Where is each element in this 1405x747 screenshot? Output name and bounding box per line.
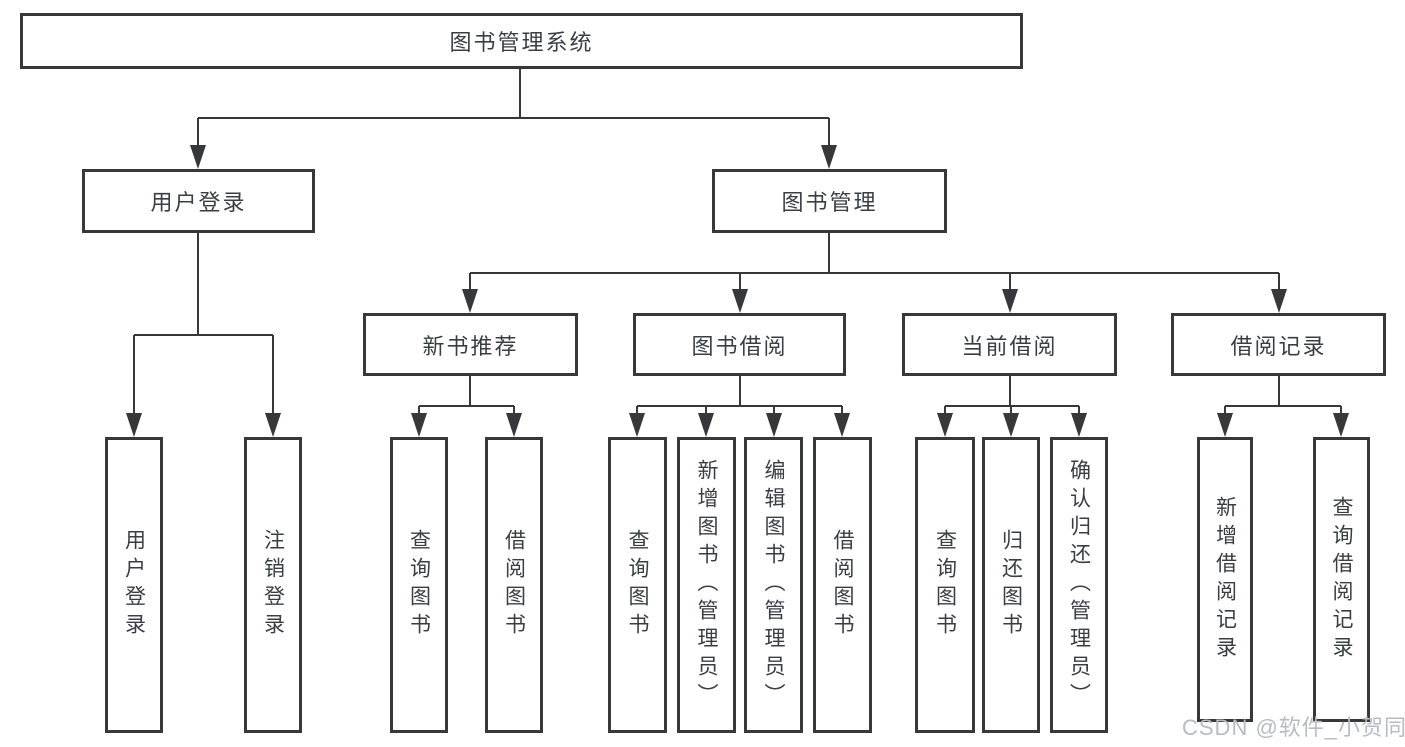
arrowhead-icons [126, 145, 1349, 437]
connector-user-login-children [133, 233, 274, 415]
leaf-query-books-borrow: 查询图书 [608, 437, 667, 733]
connector-book-management-children [469, 233, 1280, 291]
leaf-query-books-current: 查询图书 [915, 437, 975, 733]
node-user-login: 用户登录 [82, 169, 315, 233]
node-borrow-records: 借阅记录 [1171, 313, 1386, 376]
connector-book-borrow-children [636, 376, 843, 416]
node-book-management: 图书管理 [712, 169, 947, 233]
leaf-confirm-return-admin: 确认归还（管理员） [1050, 437, 1108, 733]
connector-new-book-children [418, 376, 515, 416]
csdn-watermark: CSDN @软件_小贺同学 [1182, 715, 1405, 740]
connector-root-to-level2 [197, 69, 830, 147]
connector-borrow-records-children [1224, 376, 1342, 416]
leaf-return-book: 归还图书 [982, 437, 1040, 733]
leaf-edit-book-admin: 编辑图书（管理员） [744, 437, 803, 733]
leaf-borrow-books-recommend: 借阅图书 [485, 437, 543, 733]
leaf-query-books-recommend: 查询图书 [390, 437, 448, 733]
node-root-title: 图书管理系统 [20, 13, 1023, 69]
leaf-add-book-admin: 新增图书（管理员） [677, 437, 736, 733]
leaf-borrow-books: 借阅图书 [813, 437, 872, 733]
node-current-borrow: 当前借阅 [902, 313, 1117, 376]
leaf-add-borrow-record: 新增借阅记录 [1197, 437, 1253, 722]
node-book-borrow: 图书借阅 [633, 313, 846, 376]
leaf-user-login: 用户登录 [105, 437, 163, 733]
leaf-logout: 注销登录 [244, 437, 302, 733]
leaf-query-borrow-record: 查询借阅记录 [1313, 437, 1370, 722]
node-new-book-recommend: 新书推荐 [363, 313, 578, 376]
connector-current-borrow-children [944, 376, 1080, 416]
